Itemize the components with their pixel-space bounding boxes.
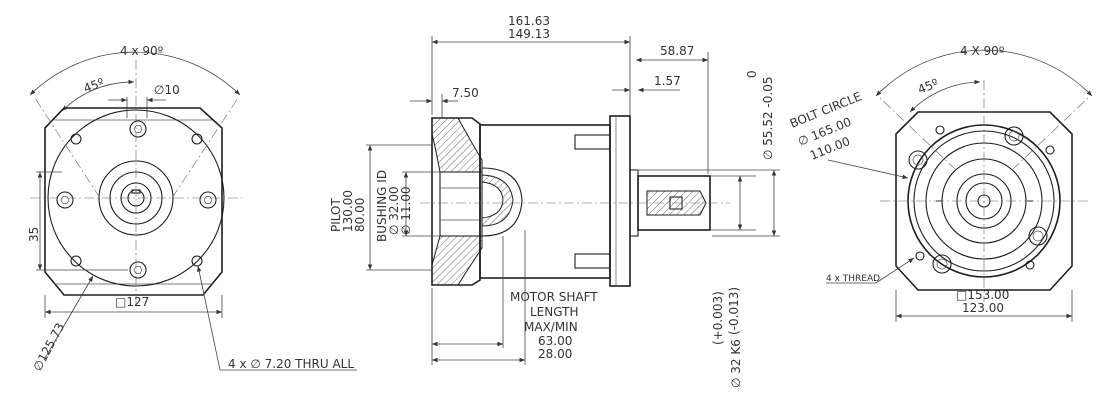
side-motor-shaft-1: MOTOR SHAFT [510,290,598,304]
rear-thread-note: 4 x THREAD [826,274,880,284]
side-motor-shaft-4: 63.00 [538,334,572,348]
side-bushing [439,171,483,237]
side-bushing-label: BUSHING ID [375,170,389,242]
side-dim-7-50: 7.50 [452,86,479,100]
side-motor-shaft-5: 28.00 [538,347,572,361]
side-shaft-tol-zero: 0 [745,70,759,78]
front-dim-35: 35 [27,227,41,242]
front-square-127: □127 [115,295,149,309]
side-motor-shaft-3: MAX/MIN [524,320,578,334]
front-socket-bolts [56,120,217,279]
side-adapter-section-top [431,117,483,173]
side-dim-58-87: 58.87 [660,44,694,58]
side-output-flange [609,115,631,287]
rear-square-1: □153.00 [956,288,1009,302]
front-circle-dia: ∅125.73 [30,321,67,374]
front-thru-note: 4 x ∅ 7.20 THRU ALL [228,357,354,371]
rear-view: 4 X 90º 45º BOLT CIRCLE ∅ 165.00 110.00 … [788,44,1093,322]
side-shaft-dia: ∅ 55.52 -0.05 [761,77,775,160]
rear-thread-holes [915,125,1055,270]
side-gearbox-body [479,124,611,279]
side-output-dia: ∅ 32 K6 [729,339,743,388]
rear-square-2: 123.00 [962,301,1004,315]
front-flange-outline [44,107,223,296]
side-bushing-1: ∅ 32.00 [387,186,401,235]
side-output-tol-plus: (+0.003) [711,291,725,345]
side-length-2: 149.13 [508,27,550,41]
side-bushing-2: ∅ 11.00 [399,186,413,235]
front-hole-dia: ∅10 [154,83,180,97]
side-dim-1-57: 1.57 [654,74,681,88]
rear-angle-total: 4 X 90º [960,44,1005,58]
side-length-1: 161.63 [508,14,550,28]
side-view: 161.63 149.13 7.50 58.87 1.57 0 ∅ 55.52 … [329,14,780,388]
front-thru-holes [70,133,203,267]
side-pilot-label: PILOT [329,198,343,232]
front-angle-half: 45º [82,75,107,95]
side-pilot-2: 80.00 [353,198,367,232]
side-output-tol-minus: (-0.013) [727,287,741,335]
front-angle-total: 4 x 90º [120,44,164,58]
rear-flange-outline [895,111,1073,291]
side-pilot-1: 130.00 [341,190,355,232]
front-view: 4 x 90º 45º ∅10 35 □127 ∅125.73 4 x ∅ 7.… [27,44,357,373]
side-coupling-cup [481,167,523,237]
side-adapter-section-bottom [431,235,483,286]
side-motor-shaft-2: LENGTH [530,305,578,319]
rear-bolts [908,126,1048,274]
rear-angle-half: 45º [916,76,941,97]
